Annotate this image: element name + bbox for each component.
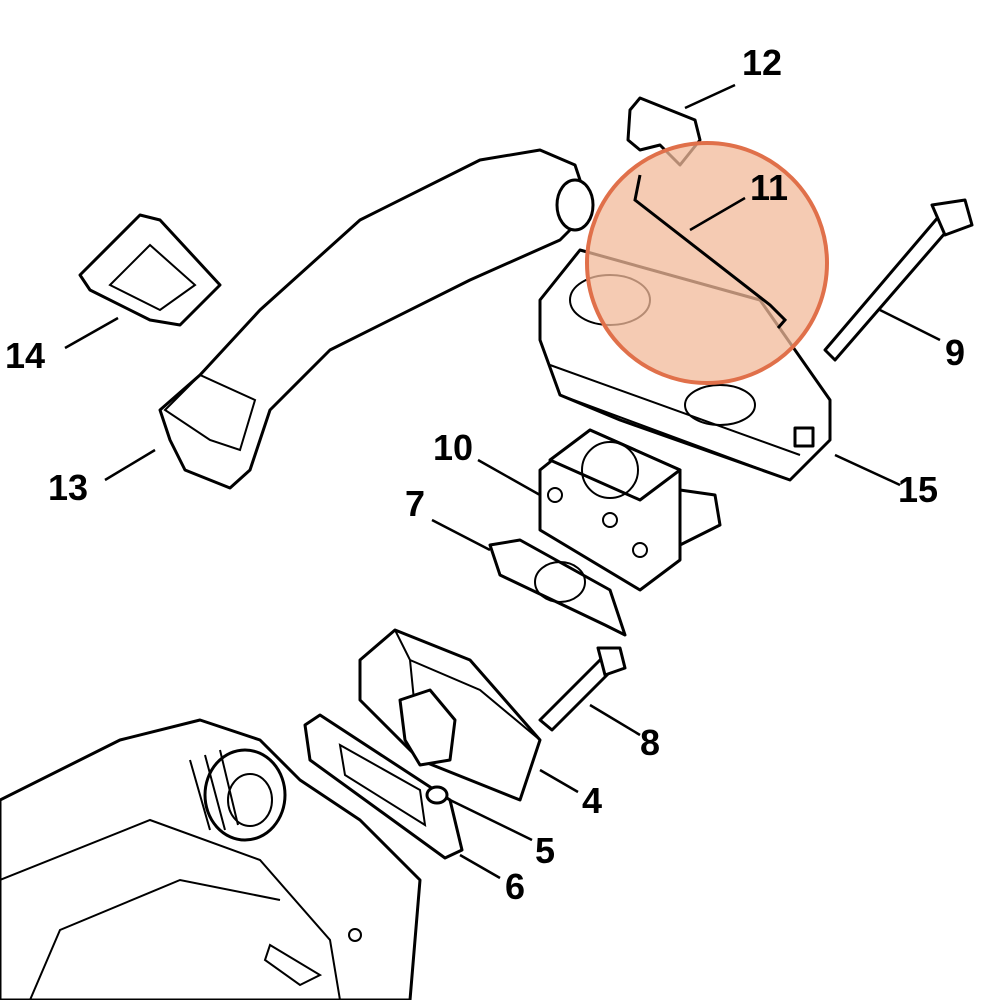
part-9-bolt [823,213,954,362]
callout-5[interactable]: 5 [535,830,556,871]
part-11-rod [633,174,788,329]
part-7-gasket [488,538,627,637]
callout-8[interactable]: 8 [640,722,661,763]
highlight-circle [585,141,829,385]
callout-14[interactable]: 14 [5,335,46,376]
callout-11[interactable]: 11 [750,167,789,208]
callout-13[interactable]: 13 [48,467,89,508]
part-13-tube [158,148,592,490]
part-6-gasket [303,713,464,860]
callout-15[interactable]: 15 [898,469,939,510]
leader-lines [64,83,941,880]
part-8-screw [538,658,614,732]
part-5-nut [425,785,449,805]
callout-10[interactable]: 10 [433,427,474,468]
callout-12[interactable]: 12 [742,42,783,83]
callout-4[interactable]: 4 [582,780,603,821]
engine-housing [0,718,422,1000]
part-14-grommet [78,213,222,327]
callout-9[interactable]: 9 [945,332,966,373]
callout-7[interactable]: 7 [405,483,426,524]
part-10-carburetor [538,428,722,592]
callout-6[interactable]: 6 [505,866,526,907]
